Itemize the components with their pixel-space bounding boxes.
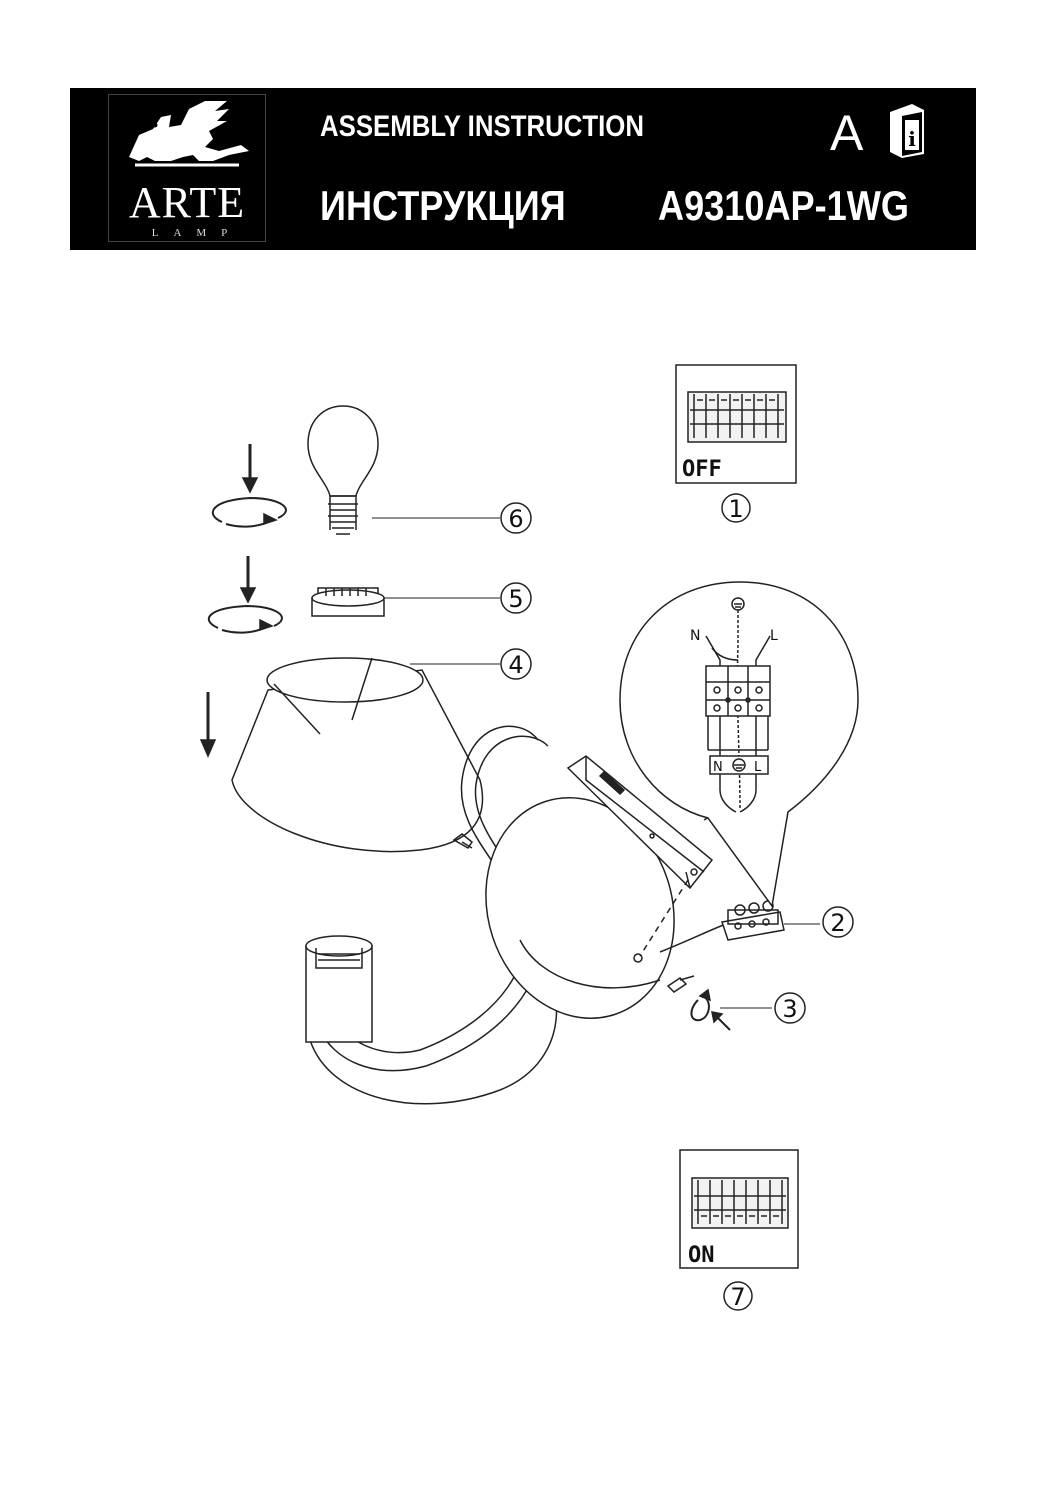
alignment-line	[639, 879, 689, 957]
arrow-up-left-icon	[711, 1011, 731, 1031]
brand-name: ARTE	[128, 178, 246, 227]
rotate-clockwise-icon	[211, 496, 287, 528]
mounting-bracket	[566, 755, 714, 890]
title-english: ASSEMBLY INSTRUCTION	[320, 110, 644, 143]
arrow-down-icon	[239, 556, 257, 604]
step-5-circle	[500, 582, 532, 614]
title-russian: ИНСТРУКЦИЯ	[320, 182, 566, 229]
wall-plate	[485, 797, 675, 1019]
rotate-clockwise-icon	[207, 604, 283, 634]
supply-wire	[659, 923, 727, 953]
step-6-number: 6	[508, 505, 523, 533]
brand-logo: ARTE LAMP	[108, 94, 266, 242]
step-6-circle	[500, 502, 532, 534]
off-label: OFF	[682, 457, 722, 482]
step-5-number: 5	[508, 585, 523, 613]
step-3-number: 3	[782, 995, 797, 1023]
arrow-down-icon	[241, 444, 259, 494]
shade-ring	[311, 587, 385, 617]
arrow-down-icon	[199, 692, 217, 758]
lamp-socket	[305, 935, 373, 1043]
side-screw	[452, 833, 474, 849]
step-4-number: 4	[508, 651, 523, 679]
step-3-circle	[774, 992, 806, 1024]
light-bulb	[307, 405, 379, 535]
lamp-shade	[231, 657, 484, 853]
breaker-on-panel	[679, 1149, 799, 1311]
breaker-switch-row	[691, 1177, 789, 1229]
step-2-circle	[822, 906, 854, 938]
wiring-box-live-label: L	[754, 760, 762, 775]
wiring-live-label: L	[770, 628, 778, 644]
header-banner: ARTE LAMP ASSEMBLY INSTRUCTION ИНСТРУКЦИ…	[70, 88, 976, 250]
rotate-clockwise-icon	[690, 988, 712, 1022]
step-4-circle	[500, 648, 532, 680]
svg-text:i: i	[908, 127, 916, 151]
terminal-block	[721, 900, 785, 941]
step-2-number: 2	[830, 909, 845, 937]
wiring-neutral-label: N	[690, 628, 700, 644]
language-badge: A	[830, 105, 864, 161]
wiring-box-neutral-label: N	[713, 760, 723, 775]
on-label: ON	[688, 1243, 715, 1268]
wiring-detail-bubble	[619, 581, 859, 908]
breaker-switch-row	[687, 391, 787, 443]
step-7-number: 7	[730, 1283, 745, 1311]
breaker-off-panel	[675, 364, 797, 523]
step-1-number: 1	[728, 495, 743, 523]
brand-subtitle: LAMP	[151, 227, 243, 239]
fixing-screw	[666, 975, 695, 993]
info-manual-icon: i	[890, 104, 924, 158]
griffin-logo-icon	[129, 101, 249, 167]
mount-hole	[633, 953, 643, 963]
model-number: A9310AP-1WG	[658, 182, 909, 229]
